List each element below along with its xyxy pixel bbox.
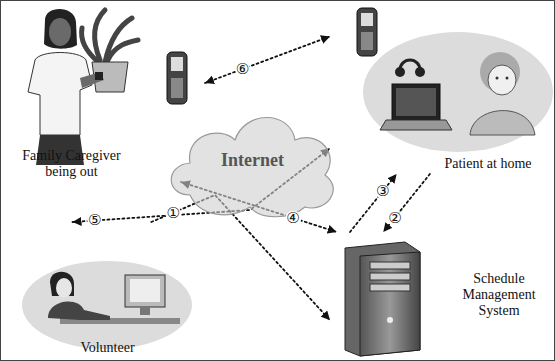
callout-number: ③ [375,184,390,199]
callout-number: ⑤ [87,213,102,228]
node-label: Volunteer [53,340,163,356]
internet-cloud: Internet [160,95,345,225]
caregiver-label-box: Family Caregiver being out [5,2,205,182]
patient-laptop [380,60,452,130]
patient-ground [363,32,553,152]
callout-anchor: ③ [375,182,390,200]
dotted-connector [205,36,330,83]
dotted-connector [383,174,430,232]
node-label: Family Caregiver being out [9,148,134,180]
callout-anchor: ⑥ [235,60,250,78]
dotted-connector [350,174,397,232]
server-tower [345,242,420,356]
patient-label-box: Patient at home [330,2,552,174]
server-label-box: Schedule Management System [330,232,552,358]
volunteer-figure [48,272,180,324]
node-label: Patient at home [428,156,548,172]
patient-figure [470,52,535,135]
callout-anchor: ⑤ [87,211,102,229]
caregiver-figure [28,9,138,165]
patient-phone [357,8,377,56]
dotted-connector [151,195,330,320]
node-label: Internet [193,150,313,171]
node-label: Schedule Management System [450,271,548,319]
volunteer-ground [22,261,192,349]
volunteer-label-box: Volunteer [20,222,195,358]
callout-anchor: ② [387,209,402,227]
caregiver-phone [167,52,187,104]
cloud-path [171,118,333,217]
callout-anchor: ① [166,204,181,222]
callout-number: ② [387,211,402,226]
callout-number: ① [166,206,181,221]
callout-number: ⑥ [235,62,250,77]
